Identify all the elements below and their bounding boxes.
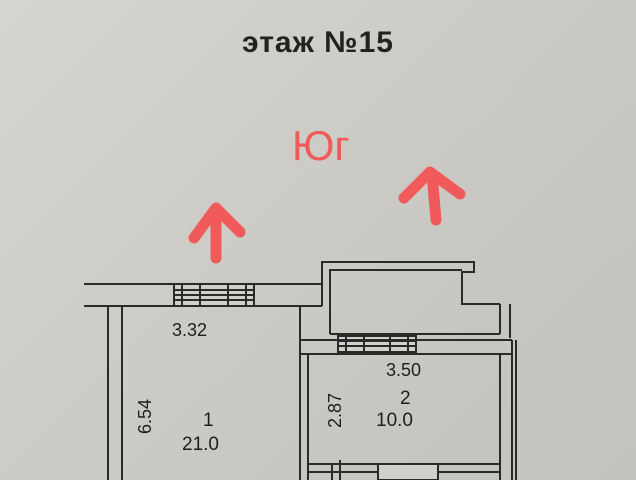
room-2-length-dimension: 2.87 (325, 392, 346, 429)
window-room-1 (173, 283, 255, 307)
room-2-width-dimension: 3.50 (386, 360, 422, 380)
room-1-area: 21.0 (182, 434, 219, 455)
arrow-up-icon (398, 166, 466, 226)
floor-title: этаж №15 (242, 26, 394, 59)
loggia (321, 261, 511, 338)
room-2-area: 10.0 (376, 410, 413, 431)
room-1-number: 1 (203, 410, 214, 431)
room-1-width-dimension: 3.32 (172, 320, 208, 340)
room-2-number: 2 (400, 388, 411, 409)
arrow-up-icon (188, 202, 246, 264)
doorway (377, 463, 439, 480)
south-orientation-label: Юг (292, 122, 350, 169)
room-1-length-dimension: 6.54 (135, 398, 156, 435)
window-room-2 (337, 335, 417, 353)
